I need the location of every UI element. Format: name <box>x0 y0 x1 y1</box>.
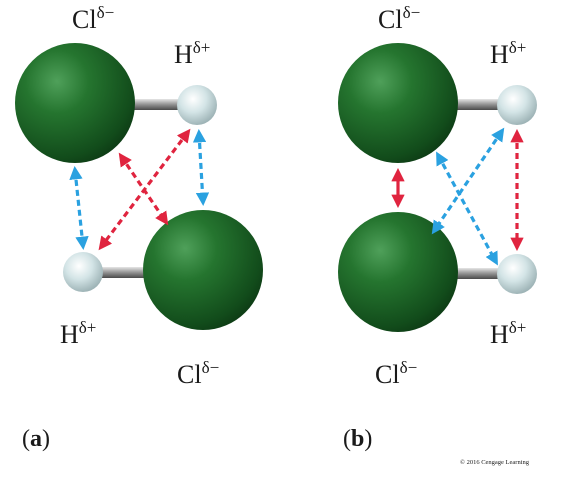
bond <box>440 99 512 110</box>
hydrogen-atom <box>177 85 217 125</box>
chlorine-atom <box>15 43 135 163</box>
panel-label-b: (b) <box>343 426 372 452</box>
panel-a: Clδ− Hδ+ Hδ+ Clδ− (a) <box>15 3 263 452</box>
label-h-bottom-a: Hδ+ <box>60 318 96 349</box>
attraction-arrow <box>98 128 191 251</box>
hcl-molecule-bottom-b <box>338 212 537 332</box>
label-cl-top-b: Clδ− <box>378 3 420 34</box>
hydrogen-atom <box>497 85 537 125</box>
chlorine-atom <box>338 212 458 332</box>
copyright-notice: © 2016 Cengage Learning <box>460 459 530 466</box>
repulsion-arrow <box>192 128 210 207</box>
label-cl-bottom-a: Clδ− <box>177 358 219 389</box>
label-h-bottom-b: Hδ+ <box>490 318 526 349</box>
repulsion-arrow <box>436 151 498 266</box>
chlorine-atom <box>143 210 263 330</box>
interaction-arrows-a <box>69 128 210 251</box>
label-cl-top-a: Clδ− <box>72 3 114 34</box>
repulsion-arrow <box>431 127 505 235</box>
hcl-molecule-top-b <box>338 43 537 163</box>
panel-label-a: (a) <box>22 426 50 452</box>
panel-b: Clδ− Hδ+ Hδ+ Clδ− (b) <box>338 3 537 452</box>
repulsion-arrow <box>69 165 89 251</box>
chlorine-atom <box>338 43 458 163</box>
label-h-top-a: Hδ+ <box>174 38 210 69</box>
hydrogen-atom <box>497 254 537 294</box>
interaction-arrows-b <box>391 127 524 266</box>
bond <box>440 268 512 279</box>
label-cl-bottom-b: Clδ− <box>375 358 417 389</box>
hydrogen-atom <box>63 252 103 292</box>
label-h-top-b: Hδ+ <box>490 38 526 69</box>
bond <box>118 99 190 110</box>
hcl-molecule-bottom-a <box>63 210 263 330</box>
